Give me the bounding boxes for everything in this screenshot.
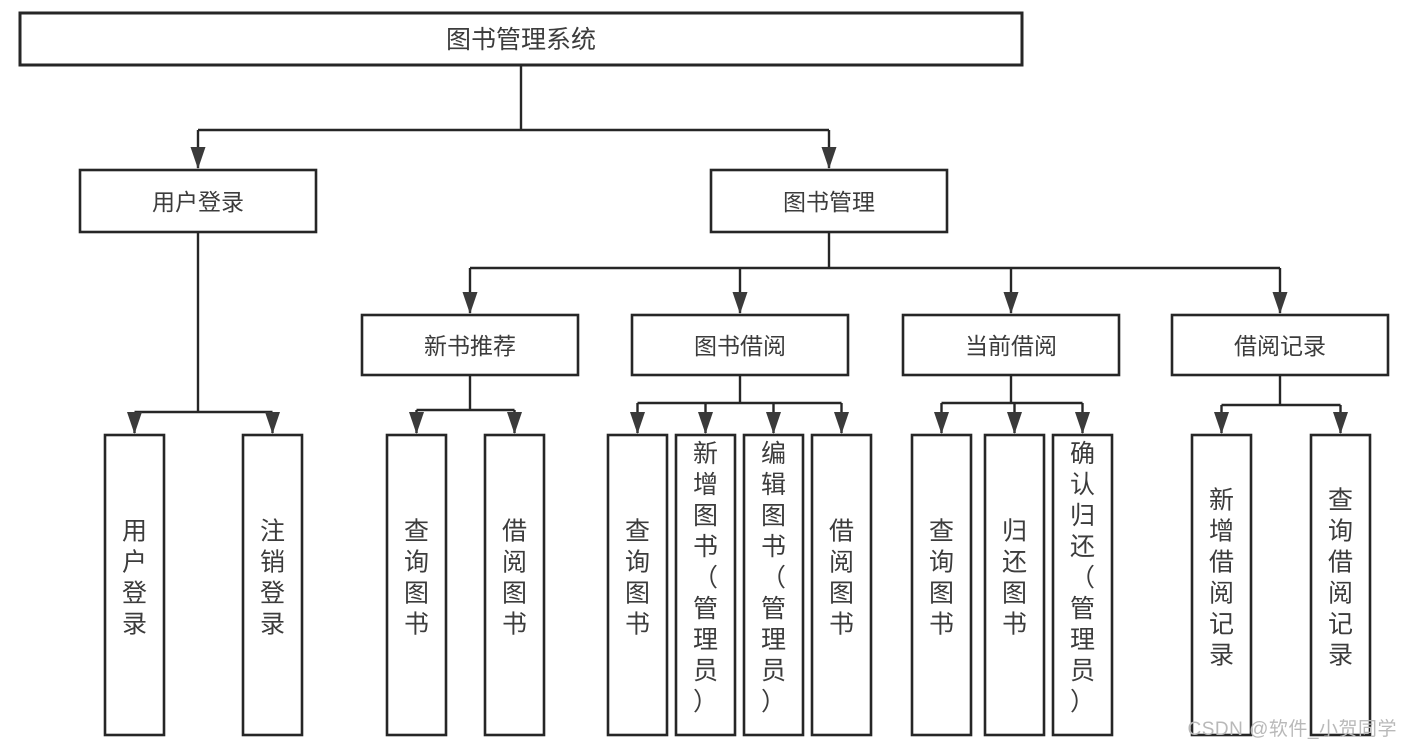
leaf-node-11-label: 新增借阅记录 <box>1209 487 1234 670</box>
leaf-node-11-rect <box>1190 433 1253 737</box>
leaf-node-9[interactable]: 归还图书 <box>983 433 1046 737</box>
leaf-node-10[interactable]: 确认归还（管理员） <box>1051 433 1114 737</box>
book-mgmt-arrow-1 <box>732 292 748 314</box>
borrow-record-arrow-1 <box>1333 412 1348 434</box>
tier3-node-label: 当前借阅 <box>965 333 1057 359</box>
book-borrow-arrow-3 <box>834 412 849 434</box>
user-login-arrow-1 <box>265 412 280 434</box>
tier2-node-1[interactable]: 图书管理 <box>709 168 949 234</box>
book-borrow-arrow-2 <box>766 412 781 434</box>
tier2-node-rect <box>78 168 318 234</box>
leaf-node-6[interactable]: 编辑图书（管理员） <box>742 433 805 737</box>
tier3-node-rect <box>630 313 850 377</box>
tier2-node-rect <box>709 168 949 234</box>
tier3-node-2[interactable]: 当前借阅 <box>901 313 1121 377</box>
leaf-node-3-rect <box>483 433 546 737</box>
root-node-rect <box>18 11 1024 67</box>
book-mgmt-arrow-3 <box>1272 292 1288 314</box>
leaf-node-2-rect <box>385 433 448 737</box>
leaf-node-8[interactable]: 查询图书 <box>910 433 973 737</box>
tier2-node-0[interactable]: 用户登录 <box>78 168 318 234</box>
leaf-node-10-rect <box>1051 433 1114 737</box>
leaf-node-5-rect <box>674 433 737 737</box>
leaf-node-12[interactable]: 查询借阅记录 <box>1309 433 1372 737</box>
leaf-node-8-rect <box>910 433 973 737</box>
tier3-node-rect <box>901 313 1121 377</box>
leaf-node-9-label: 归还图书 <box>1002 518 1027 639</box>
borrow-record-arrow-0 <box>1214 412 1229 434</box>
tier3-node-3[interactable]: 借阅记录 <box>1170 313 1390 377</box>
current-borrow-arrow-0 <box>934 412 949 434</box>
leaf-node-4-rect <box>606 433 669 737</box>
tier2-node-label: 用户登录 <box>152 189 244 215</box>
book-mgmt-arrow-0 <box>462 292 478 314</box>
leaf-node-0[interactable]: 用户登录 <box>103 433 166 737</box>
book-borrow-arrow-0 <box>630 412 645 434</box>
leaf-node-5[interactable]: 新增图书（管理员） <box>674 433 737 737</box>
new-book-arrow-1 <box>507 412 522 434</box>
root-arrow-0 <box>190 147 206 169</box>
node-boxes: 图书管理系统用户登录图书管理新书推荐图书借阅当前借阅借阅记录用户登录注销登录查询… <box>18 11 1390 737</box>
user-login-arrow-0 <box>127 412 142 434</box>
leaf-node-9-rect <box>983 433 1046 737</box>
leaf-node-5-label: 新增图书（管理员） <box>693 440 718 716</box>
leaf-node-1[interactable]: 注销登录 <box>241 433 304 737</box>
current-borrow-arrow-1 <box>1007 412 1022 434</box>
leaf-node-6-label: 编辑图书（管理员） <box>761 440 786 716</box>
root-arrow-1 <box>821 147 837 169</box>
tier2-node-label: 图书管理 <box>783 189 875 215</box>
leaf-node-3[interactable]: 借阅图书 <box>483 433 546 737</box>
book-mgmt-arrow-2 <box>1003 292 1019 314</box>
leaf-node-2-label: 查询图书 <box>404 518 429 639</box>
root-node[interactable]: 图书管理系统 <box>18 11 1024 67</box>
tier3-node-label: 图书借阅 <box>694 333 786 359</box>
leaf-node-7-rect <box>810 433 873 737</box>
tier3-node-rect <box>360 313 580 377</box>
current-borrow-arrow-2 <box>1075 412 1090 434</box>
leaf-node-10-label: 确认归还（管理员） <box>1070 440 1095 716</box>
leaf-node-0-label: 用户登录 <box>122 518 147 639</box>
leaf-node-1-rect <box>241 433 304 737</box>
csdn-watermark: CSDN @软件_小贺同学 <box>1187 719 1397 740</box>
tier3-node-label: 新书推荐 <box>424 333 516 359</box>
leaf-node-4-label: 查询图书 <box>625 518 650 639</box>
connector-lines <box>127 65 1348 434</box>
leaf-node-2[interactable]: 查询图书 <box>385 433 448 737</box>
tier3-node-rect <box>1170 313 1390 377</box>
leaf-node-7-label: 借阅图书 <box>829 518 854 639</box>
tier3-node-label: 借阅记录 <box>1234 333 1326 359</box>
leaf-node-12-label: 查询借阅记录 <box>1328 487 1353 670</box>
new-book-arrow-0 <box>409 412 424 434</box>
tier3-node-1[interactable]: 图书借阅 <box>630 313 850 377</box>
leaf-node-1-label: 注销登录 <box>260 518 285 639</box>
leaf-node-4[interactable]: 查询图书 <box>606 433 669 737</box>
leaf-node-8-label: 查询图书 <box>929 518 954 639</box>
leaf-node-3-label: 借阅图书 <box>502 518 527 639</box>
leaf-node-6-rect <box>742 433 805 737</box>
leaf-node-12-rect <box>1309 433 1372 737</box>
book-borrow-arrow-1 <box>698 412 713 434</box>
leaf-node-7[interactable]: 借阅图书 <box>810 433 873 737</box>
tier3-node-0[interactable]: 新书推荐 <box>360 313 580 377</box>
leaf-node-0-rect <box>103 433 166 737</box>
leaf-node-11[interactable]: 新增借阅记录 <box>1190 433 1253 737</box>
root-node-label: 图书管理系统 <box>446 26 596 54</box>
